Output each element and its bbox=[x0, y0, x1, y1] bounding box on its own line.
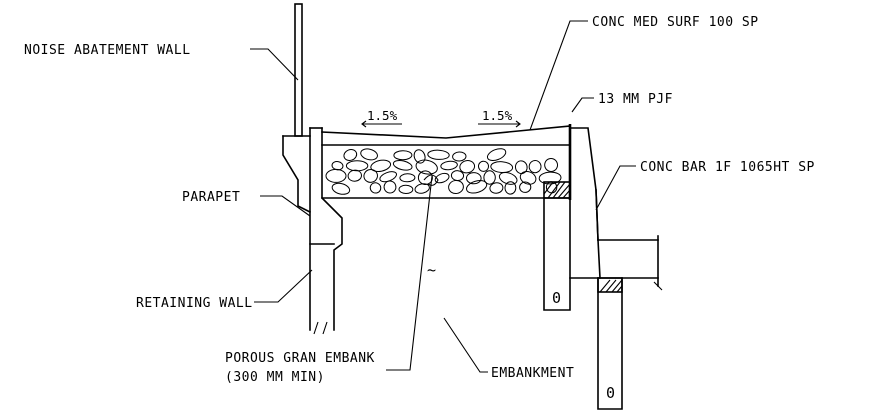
aggregate-stone bbox=[490, 161, 514, 174]
pier-left bbox=[543, 197, 571, 311]
aggregate-stone bbox=[414, 183, 430, 194]
label-embankment: EMBANKMENT bbox=[491, 366, 574, 381]
pier-mark-1: 0 bbox=[552, 289, 561, 307]
retaining-wall bbox=[309, 127, 343, 335]
aggregate-stone bbox=[489, 182, 504, 194]
aggregate-stone bbox=[363, 168, 378, 183]
leader-parapet bbox=[260, 195, 311, 217]
aggregate-stone bbox=[343, 149, 358, 161]
aggregate-stone bbox=[528, 160, 542, 174]
aggregate-stone bbox=[427, 149, 450, 160]
aggregate-stone bbox=[483, 170, 496, 185]
leader-noise-wall bbox=[250, 48, 299, 81]
aggregate-stone bbox=[514, 160, 528, 175]
aggregate-stone bbox=[519, 171, 537, 185]
aggregate-stone bbox=[459, 160, 476, 174]
embankment-tilde: ~ bbox=[427, 261, 436, 279]
leader-pjf bbox=[571, 97, 594, 113]
leader-embankment bbox=[443, 317, 488, 373]
aggregate-stone bbox=[399, 173, 416, 183]
aggregate-stone bbox=[413, 149, 426, 164]
aggregate-stone bbox=[504, 181, 517, 195]
slope-left-label: 1.5% bbox=[367, 108, 398, 123]
median-surface bbox=[321, 125, 571, 146]
aggregate-stone bbox=[331, 182, 351, 195]
label-porous-embank-line1: POROUS GRAN EMBANK bbox=[225, 351, 375, 366]
aggregate-stone bbox=[325, 168, 347, 183]
aggregate-stone bbox=[448, 179, 464, 195]
parapet bbox=[282, 135, 312, 214]
slope-right-label: 1.5% bbox=[482, 108, 513, 123]
noise-abatement-wall bbox=[294, 3, 303, 137]
leader-barrier bbox=[595, 165, 636, 211]
slope-left-arrow bbox=[361, 120, 402, 128]
aggregate-stone bbox=[440, 160, 458, 171]
pjf-hatch bbox=[543, 181, 571, 199]
aggregate-stone bbox=[466, 180, 488, 194]
aggregate-stone bbox=[544, 158, 559, 172]
aggregate-stone bbox=[452, 151, 467, 162]
pier-right-hatch bbox=[599, 279, 623, 293]
aggregate-stone bbox=[369, 182, 382, 194]
leader-retaining-wall bbox=[254, 269, 313, 303]
aggregate-stone bbox=[393, 150, 413, 161]
aggregate-stone bbox=[415, 159, 438, 175]
aggregate-stone bbox=[486, 148, 507, 161]
pier-right bbox=[597, 277, 623, 410]
leader-porous-embank bbox=[386, 174, 439, 371]
porous-granular-fill bbox=[321, 148, 571, 199]
pier-mark-2: 0 bbox=[606, 384, 615, 402]
barrier bbox=[569, 127, 663, 291]
aggregate-stone bbox=[370, 159, 392, 172]
aggregate-stone bbox=[345, 160, 369, 172]
aggregate-stone bbox=[360, 148, 378, 161]
label-parapet: PARAPET bbox=[182, 190, 240, 205]
label-retaining-wall: RETAINING WALL bbox=[136, 296, 253, 311]
label-pjf: 13 MM PJF bbox=[598, 92, 673, 107]
aggregate-stone bbox=[417, 170, 433, 186]
label-porous-embank-line2: (300 MM MIN) bbox=[225, 370, 325, 385]
aggregate-stone bbox=[519, 181, 532, 193]
aggregate-stone bbox=[392, 160, 413, 171]
aggregate-stone bbox=[383, 180, 397, 194]
label-median-surface: CONC MED SURF 100 SP bbox=[592, 15, 759, 30]
aggregate-stone bbox=[466, 172, 482, 185]
aggregate-stone bbox=[434, 172, 450, 184]
median-right-edge bbox=[543, 124, 572, 200]
label-noise-abatement-wall: NOISE ABATEMENT WALL bbox=[24, 43, 191, 58]
label-barrier: CONC BAR 1F 1065HT SP bbox=[640, 160, 815, 175]
aggregate-stone bbox=[347, 169, 362, 182]
slope-right-arrow bbox=[478, 120, 521, 128]
aggregate-stone bbox=[398, 184, 414, 195]
aggregate-stone bbox=[477, 160, 490, 172]
leader-median-surface bbox=[529, 20, 588, 131]
aggregate-stone bbox=[538, 171, 562, 185]
